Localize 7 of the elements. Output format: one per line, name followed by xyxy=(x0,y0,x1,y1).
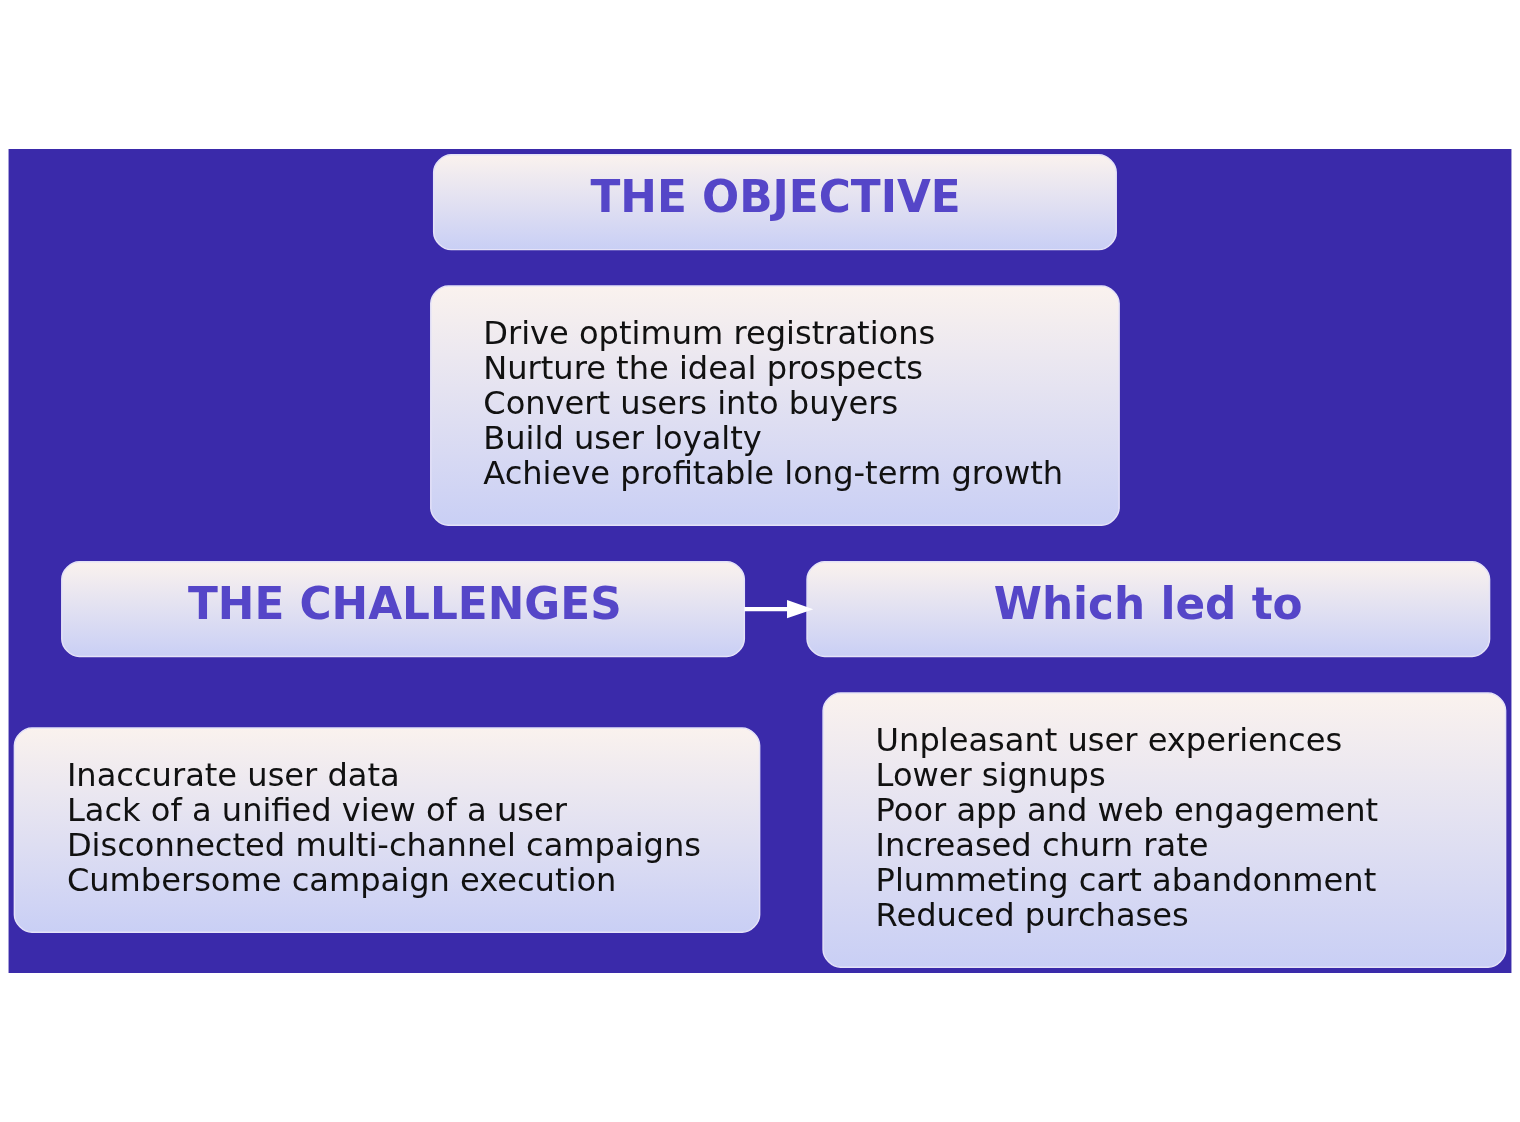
node-box: Drive optimum registrations Nurture the ideal prospects Convert users into buyers Build user loyalty Achieve profitable long-term growth xyxy=(430,285,1120,526)
node-box: Inaccurate user data Lack of a unified view of a user Disconnected multi-channel campaigns Cumbersome campaign execution xyxy=(13,727,761,933)
arrow xyxy=(744,599,814,619)
node-box: THE OBJECTIVE xyxy=(432,154,1117,251)
node-box: Which led to xyxy=(806,561,1491,658)
node-box: THE CHALLENGES xyxy=(61,561,746,658)
node-box: Unpleasant user experiences Lower signups Poor app and web engagement Increased churn rate Plummeting cart abandonment Reduced purchases xyxy=(822,692,1507,968)
